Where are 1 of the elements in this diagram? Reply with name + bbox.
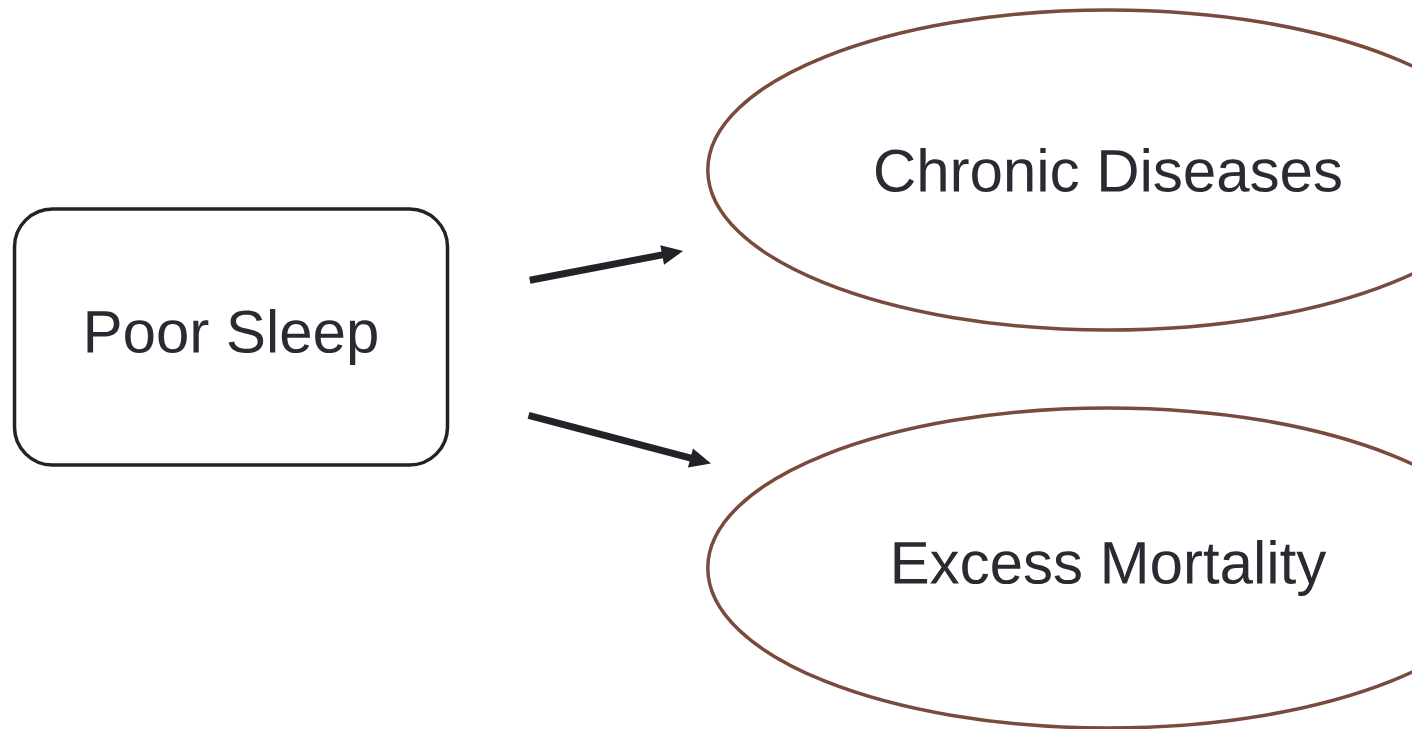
process-box: Poor Sleep <box>12 207 450 467</box>
